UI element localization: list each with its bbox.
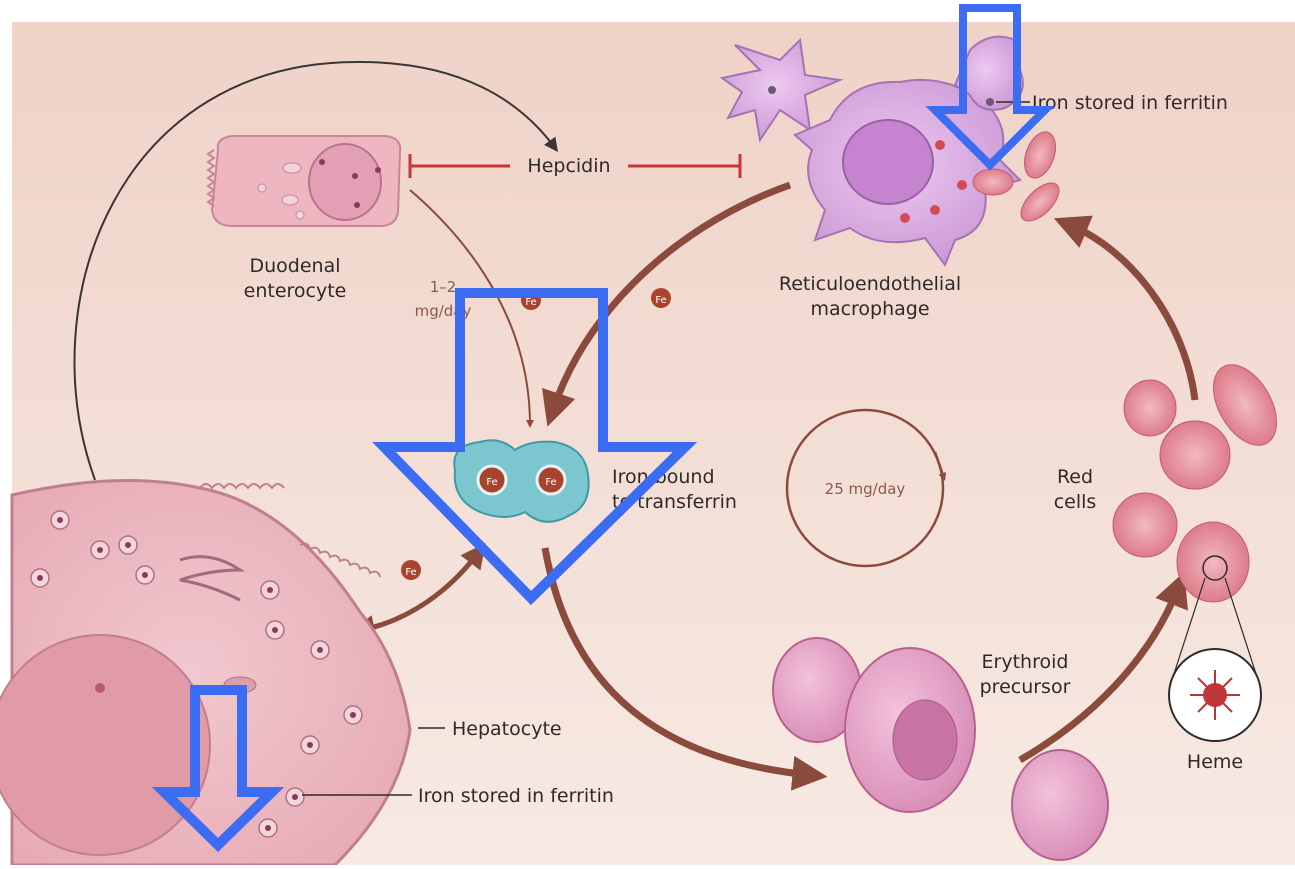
erythroid-label-2: precursor: [980, 676, 1071, 698]
red-cells-label-2: cells: [1054, 491, 1097, 513]
svg-text:Fe: Fe: [545, 477, 556, 488]
heme-label: Heme: [1187, 751, 1243, 773]
iron-ferritin-top-label: Iron stored in ferritin: [1032, 92, 1228, 114]
hepcidin-label: Hepcidin: [527, 155, 610, 177]
duodenal-enterocyte: [208, 136, 400, 226]
transferrin-molecule: Fe Fe: [454, 440, 588, 522]
reticulo-label-2: macrophage: [810, 298, 929, 320]
hepatocyte-label: Hepatocyte: [452, 718, 562, 740]
iron-ferritin-bottom-label: Iron stored in ferritin: [418, 785, 614, 807]
erythroid-label-1: Erythroid: [982, 651, 1069, 673]
cycle-rate-label: 25 mg/day: [825, 480, 906, 498]
duodenal-label-2: enterocyte: [244, 280, 347, 302]
svg-text:Fe: Fe: [405, 567, 416, 578]
svg-text:Fe: Fe: [486, 477, 497, 488]
duodenal-label-1: Duodenal: [249, 255, 340, 277]
svg-text:Fe: Fe: [525, 297, 536, 308]
red-cells-label-1: Red: [1057, 466, 1093, 488]
reticulo-label-1: Reticuloendothelial: [779, 273, 961, 295]
rate-label-1: 1–2: [430, 278, 457, 296]
fe-badge: Fe: [401, 560, 421, 580]
fe-badge: Fe: [651, 288, 671, 308]
svg-text:Fe: Fe: [655, 295, 666, 306]
